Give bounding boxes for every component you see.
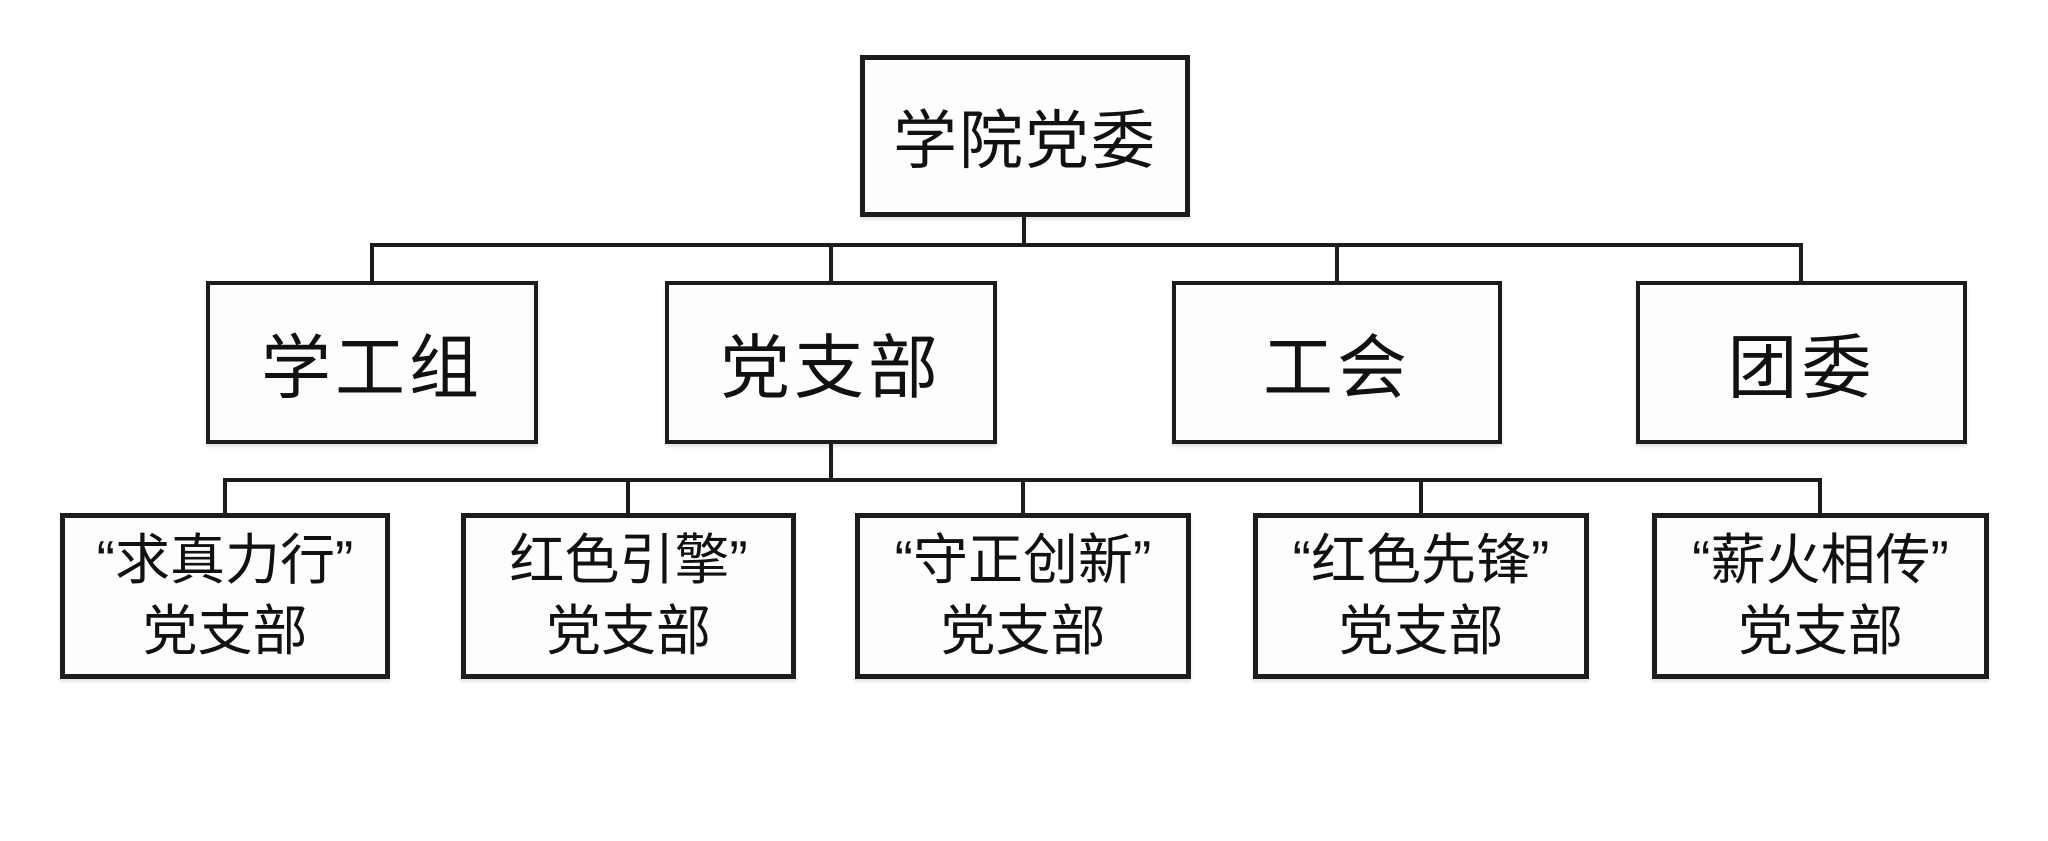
node-label-line2: 党支部	[1737, 600, 1903, 662]
node-label-line2: 党支部	[1338, 600, 1504, 662]
node-branch-hongse-yinqing: 红色引擎” 党支部	[461, 513, 796, 679]
node-label: 团委	[1727, 331, 1876, 408]
node-party-branch: 党支部	[665, 281, 997, 444]
node-student-affairs-group: 学工组	[206, 281, 538, 444]
node-branch-shouzheng-chuangxin: “守正创新” 党支部	[855, 513, 1191, 679]
node-college-party-committee: 学院党委	[860, 55, 1190, 217]
node-labor-union: 工会	[1172, 281, 1502, 444]
node-branch-qiuzhen-lixing: “求真力行” 党支部	[60, 513, 390, 679]
connector-level1-level2	[370, 216, 1803, 284]
node-label-line1: “薪火相传”	[1692, 528, 1949, 591]
node-youth-league-committee: 团委	[1636, 281, 1967, 444]
node-branch-hongse-xianfeng: “红色先锋” 党支部	[1253, 513, 1589, 679]
connector-level2-level3	[223, 443, 1822, 516]
node-label-line1: “守正创新”	[894, 528, 1152, 591]
node-label-line2: 党支部	[940, 600, 1106, 662]
node-label: 工会	[1263, 331, 1411, 408]
node-label-line1: “红色先锋”	[1292, 528, 1550, 591]
node-label-line2: 党支部	[545, 600, 711, 662]
node-label: 党支部	[720, 331, 942, 408]
node-label-line1: “求真力行”	[96, 528, 354, 591]
node-label-line2: 党支部	[142, 600, 308, 662]
node-label-line1: 红色引擎”	[509, 528, 748, 591]
node-label: 学院党委	[893, 106, 1157, 177]
node-label: 学工组	[261, 331, 483, 408]
node-branch-xinhuo-xiangchuan: “薪火相传” 党支部	[1652, 513, 1989, 679]
